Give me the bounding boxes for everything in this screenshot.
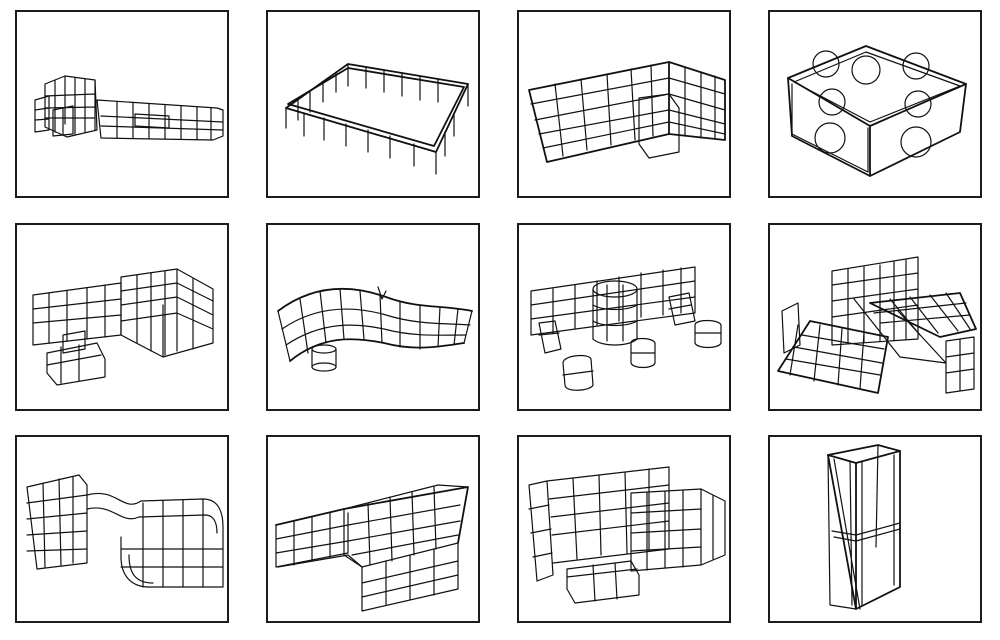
diagram-panel-12 <box>768 435 982 623</box>
booth-door-counter-wireframe-icon <box>528 466 726 604</box>
diagram-panel-5 <box>15 223 229 411</box>
diagram-panel-1 <box>15 10 229 198</box>
modular-booth-counters-wireframe-icon <box>32 268 214 386</box>
diagram-panel-4 <box>768 10 982 198</box>
diagram-panel-9 <box>15 435 229 623</box>
diagram-panel-3 <box>517 10 731 198</box>
diagram-panel-7 <box>517 223 731 411</box>
diagram-panel-8 <box>768 223 982 411</box>
truss-rectangular-frame-wireframe-icon <box>285 63 469 175</box>
backwall-cylinder-counters-wireframe-icon <box>530 266 722 391</box>
curved-corner-stand-wireframe-icon <box>26 474 224 588</box>
diagram-panel-10 <box>266 435 480 623</box>
corner-stand-canopy-wireframe-icon <box>275 484 469 612</box>
box-truss-circular-braces-wireframe-icon <box>787 45 967 177</box>
small-booth-long-wall-wireframe-icon <box>34 75 224 141</box>
diagram-panel-6 <box>266 223 480 411</box>
diagram-panel-2 <box>266 10 480 198</box>
multilevel-stand-floor-grid-wireframe-icon <box>777 256 977 394</box>
triangular-tower-wireframe-icon <box>827 444 901 610</box>
l-shaped-wall-stand-wireframe-icon <box>528 61 726 163</box>
diagram-panel-11 <box>517 435 731 623</box>
curved-wave-wall-wireframe-icon <box>277 286 473 372</box>
